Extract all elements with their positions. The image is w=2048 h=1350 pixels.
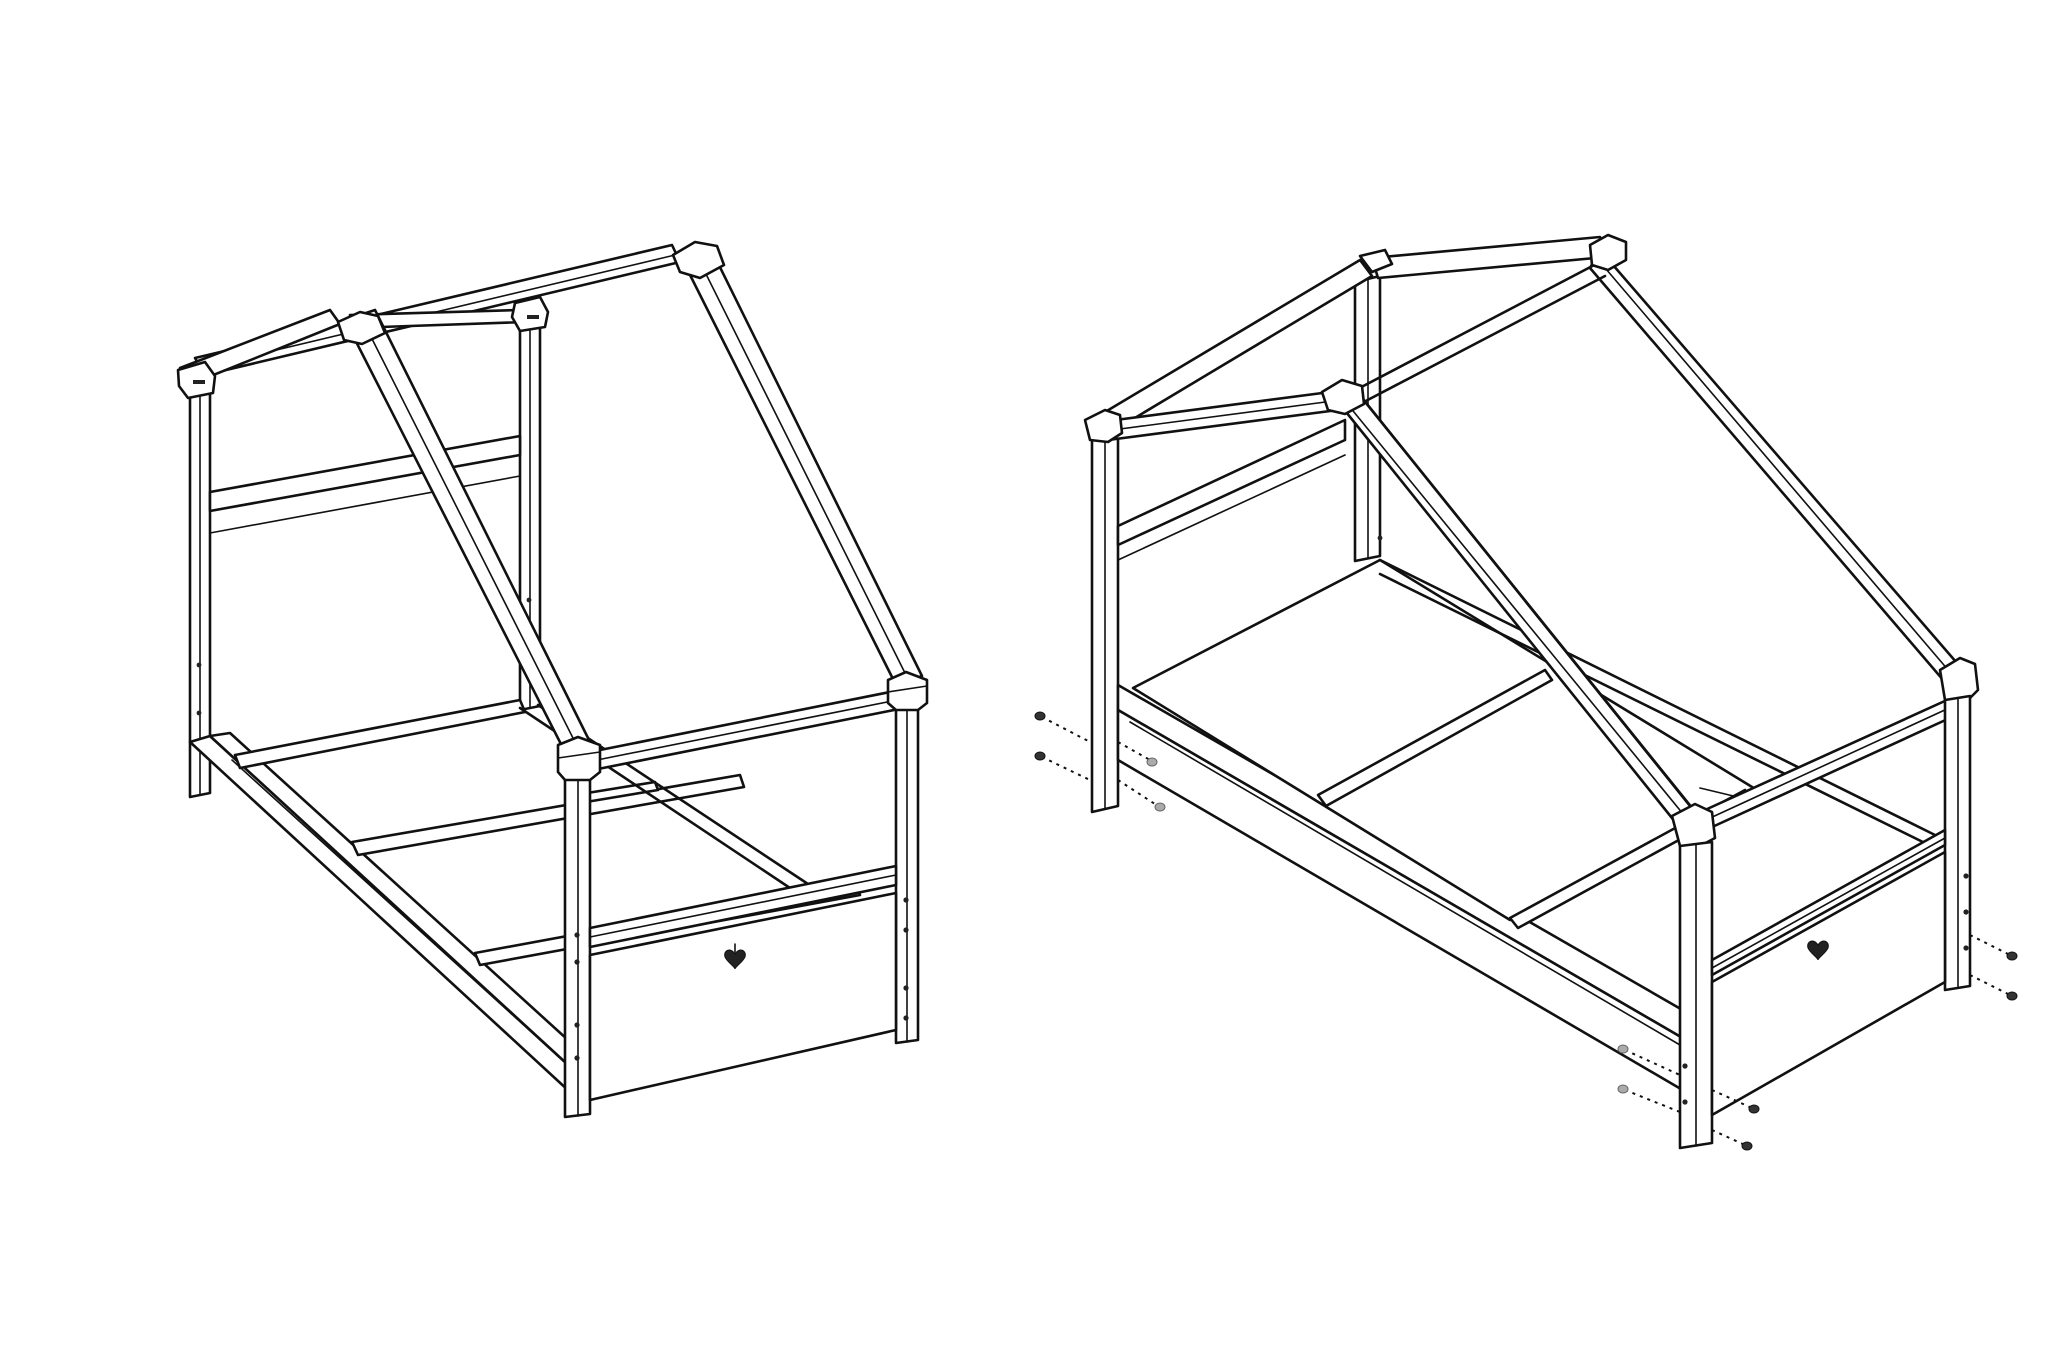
- front-left-post-r: [1678, 840, 1714, 1150]
- front-right-post: [894, 700, 920, 1045]
- footboard-r: [1710, 828, 1947, 977]
- fasteners-left: [1034, 711, 1166, 812]
- cap-front-left-top: [336, 310, 387, 346]
- drawer-front: [588, 891, 898, 1102]
- cap-back-left-r: [1083, 408, 1124, 444]
- back-rail-r: [1116, 418, 1347, 561]
- cap-front-right-corner: [886, 670, 929, 712]
- front-top-rail-r: [1703, 693, 1965, 830]
- roof-back-slopes: [178, 308, 528, 384]
- ridge-back: [193, 243, 682, 377]
- heart-icon-r: [1807, 940, 1829, 961]
- cap-front-left-corner: [556, 735, 602, 782]
- cap-front-right-top: [671, 240, 726, 280]
- ridge-cross-r: [1348, 260, 1607, 406]
- back-left-post-r: [1090, 431, 1120, 814]
- cap-back-right-top-r: [1588, 233, 1628, 272]
- cap-front-left-top-r: [1320, 378, 1366, 416]
- front-right-post-r: [1943, 694, 1972, 992]
- fasteners-front: [1617, 1044, 1760, 1151]
- front-top-rail: [588, 688, 906, 772]
- side-board-left: [188, 731, 592, 1094]
- footboard: [588, 864, 898, 949]
- fasteners-right: [1969, 934, 2018, 1001]
- bed-view-exploded: [1034, 233, 2018, 1151]
- ridge-back-r: [1588, 248, 1965, 690]
- heart-icon: [724, 949, 746, 970]
- front-left-post: [563, 773, 592, 1119]
- roof-beam-front-left: [343, 308, 592, 754]
- cap-back-middle: [510, 295, 550, 333]
- bed-view-assembled: [176, 240, 929, 1119]
- drawer-front-r: [1710, 850, 1947, 1117]
- bed-slats-r: [1131, 558, 1759, 930]
- roof-back-slopes-r: [1093, 235, 1608, 436]
- roof-beam-front-right: [678, 245, 924, 687]
- side-rail-inner-r: [1378, 558, 1937, 850]
